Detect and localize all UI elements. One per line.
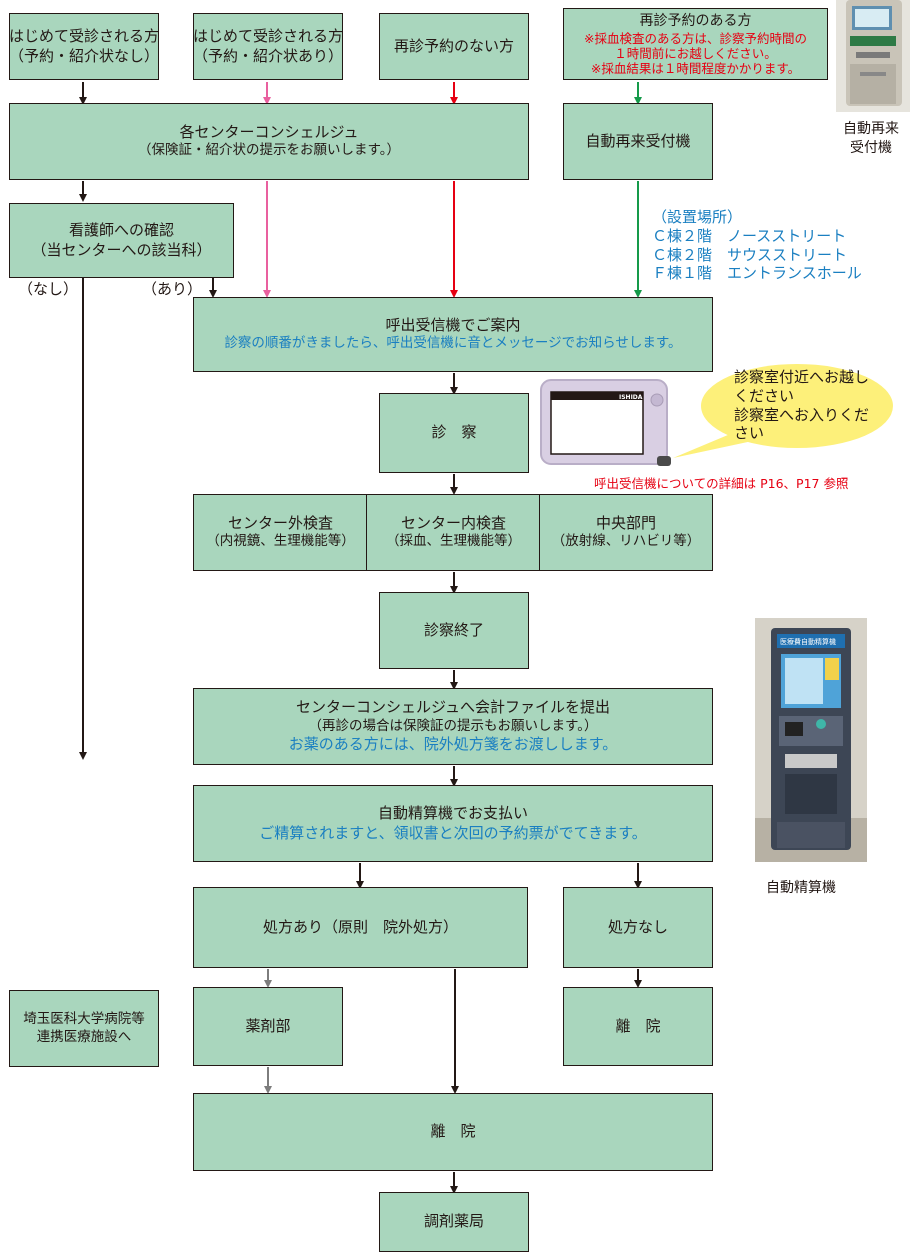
speech-bubble-text: 診察室付近へお越し ください 診察室へお入りくだ さい (734, 368, 869, 443)
consultation-box: 診 察 (379, 393, 529, 473)
auto-reception-label: 自動再来受付機 (585, 131, 691, 150)
concierge-box: 各センターコンシェルジュ （保険証・紹介状の提示をお願いします。） (9, 103, 529, 180)
install-location-3: Ｆ棟１階 エントランスホール (652, 264, 862, 283)
auto-reception-box: 自動再来受付機 (563, 103, 713, 180)
speech-bubble-line-1: 診察室付近へお越し (734, 368, 870, 386)
call-receiver-title: 呼出受信機でご案内 (385, 315, 521, 334)
prescription-no-label: 処方なし (607, 917, 668, 936)
call-receiver-box: 呼出受信機でご案内 診察の順番がきましたら、呼出受信機に音とメッセージでお知らせ… (193, 297, 713, 372)
consultation-label: 診 察 (431, 423, 477, 442)
entry-first-no-referral-note: （予約・紹介状なし） (9, 46, 160, 65)
dispensing-pharmacy-box: 調剤薬局 (379, 1192, 529, 1252)
payment-box: 自動精算機でお支払い ご精算されますと、領収書と次回の予約票がでてきます。 (193, 785, 713, 862)
speech-bubble-line-2: ください (734, 386, 795, 405)
pager-device-illustration: ISHIDA (540, 379, 671, 466)
entry-first-no-referral-title: はじめて受診される方 (9, 27, 160, 45)
submit-file-box: センターコンシェルジュへ会計ファイルを提出 （再診の場合は保険証の提示もお願いし… (193, 688, 713, 765)
pharmacy-label: 薬剤部 (245, 1016, 291, 1035)
install-locations: （設置場所） Ｃ棟２階 ノースストリート Ｃ棟２階 サウスストリート Ｆ棟１階 … (652, 208, 862, 283)
submit-file-title: センターコンシェルジュへ会計ファイルを提出 (296, 698, 610, 717)
auto-reception-caption: 自動再来 受付機 (826, 120, 915, 158)
install-locations-heading: （設置場所） (652, 208, 743, 226)
install-location-1: Ｃ棟２階 ノースストリート (652, 226, 847, 245)
prescription-yes-box: 処方あり（原則 院外処方） (193, 887, 528, 968)
exam-outside-box: センター外検査 （内視鏡、生理機能等） (193, 494, 368, 571)
exam-inside-box: センター内検査 （採血、生理機能等） (366, 494, 541, 571)
auto-reception-machine-photo (836, 0, 910, 112)
entry-first-no-referral: はじめて受診される方 （予約・紹介状なし） (9, 13, 159, 80)
exam-inside-title: センター内検査 (400, 513, 506, 532)
pharmacy-box: 薬剤部 (193, 987, 343, 1066)
consultation-end-box: 診察終了 (379, 592, 529, 669)
exam-outside-note: （内視鏡、生理機能等） (206, 533, 355, 550)
entry-first-with-referral: はじめて受診される方 （予約・紹介状あり） (193, 13, 343, 80)
payment-machine-photo: 医療費自動精算機 (755, 618, 867, 862)
concierge-title: 各センターコンシェルジュ (179, 122, 359, 141)
speech-bubble (673, 364, 893, 458)
prescription-no-box: 処方なし (563, 887, 713, 968)
auto-reception-caption-2: 受付機 (850, 139, 892, 156)
entry-first-with-referral-note: （予約・紹介状あり） (193, 46, 344, 65)
leave-right-label: 離 院 (615, 1016, 661, 1035)
entry-first-with-referral-title: はじめて受診される方 (193, 27, 344, 45)
payment-machine-caption: 自動精算機 (766, 880, 836, 896)
call-receiver-note: 診察の順番がきましたら、呼出受信機に音とメッセージでお知らせします。 (224, 335, 682, 352)
branch-label-yes: （あり） (142, 280, 203, 298)
branch-label-none: （なし） (18, 280, 79, 298)
entry-return-no-appointment: 再診予約のない方 (379, 13, 529, 80)
submit-file-note: （再診の場合は保険証の提示もお願いします。） (308, 717, 598, 734)
exam-central-note: （放射線、リハビリ等） (551, 533, 701, 550)
payment-title: 自動精算機でお支払い (377, 804, 528, 822)
speech-bubble-line-3: 診察室へお入りくだ (734, 405, 870, 424)
entry-return-with-appointment: 再診予約のある方 ※採血検査のある方は、診察予約時間の １時間前にお越しください… (563, 8, 828, 80)
pager-brand-text: ISHIDA (619, 394, 643, 401)
auto-reception-caption-1: 自動再来 (843, 121, 899, 137)
exam-central-box: 中央部門 （放射線、リハビリ等） (539, 494, 713, 571)
blood-test-note-3: ※採血結果は１時間程度かかります。 (590, 60, 801, 76)
blood-test-note-1: ※採血検査のある方は、診察予約時間の (584, 30, 807, 46)
entry-return-no-appointment-title: 再診予約のない方 (393, 36, 514, 55)
speech-bubble-line-4: さい (734, 424, 765, 443)
prescription-yes-label: 処方あり（原則 院外処方） (262, 917, 458, 936)
partner-facility-line-2: 連携医療施設へ (36, 1028, 132, 1045)
payment-machine-screen-text: 医療費自動精算機 (780, 637, 836, 646)
nurse-check-note: （当センターへの該当科） (31, 240, 212, 259)
leave-main-box: 離 院 (193, 1093, 713, 1171)
submit-file-prescription-note: お薬のある方には、院外処方箋をお渡しします。 (288, 735, 618, 754)
partner-facility-line-1: 埼玉医科大学病院等 (23, 1010, 145, 1027)
exam-central-title: 中央部門 (595, 513, 656, 532)
nurse-check-title: 看護師への確認 (68, 221, 174, 239)
nurse-check-box: 看護師への確認 （当センターへの該当科） (9, 203, 234, 278)
exam-inside-note: （採血、生理機能等） (386, 533, 521, 550)
leave-main-label: 離 院 (430, 1122, 476, 1141)
entry-return-with-appointment-title: 再診予約のある方 (639, 13, 752, 30)
pager-detail-note: 呼出受信機についての詳細は P16、P17 参照 (594, 476, 849, 491)
partner-facility-content: 埼玉医科大学病院等 連携医療施設へ (9, 990, 159, 1067)
leave-right-box: 離 院 (563, 987, 713, 1066)
dispensing-pharmacy-label: 調剤薬局 (423, 1212, 484, 1231)
install-location-2: Ｃ棟２階 サウスストリート (652, 245, 848, 264)
consultation-end-label: 診察終了 (423, 620, 484, 639)
payment-note: ご精算されますと、領収書と次回の予約票がでてきます。 (259, 823, 647, 842)
exam-outside-title: センター外検査 (227, 513, 333, 532)
concierge-note: （保険証・紹介状の提示をお願いします。） (138, 142, 400, 159)
blood-test-note-2: １時間前にお越しください。 (614, 45, 777, 61)
